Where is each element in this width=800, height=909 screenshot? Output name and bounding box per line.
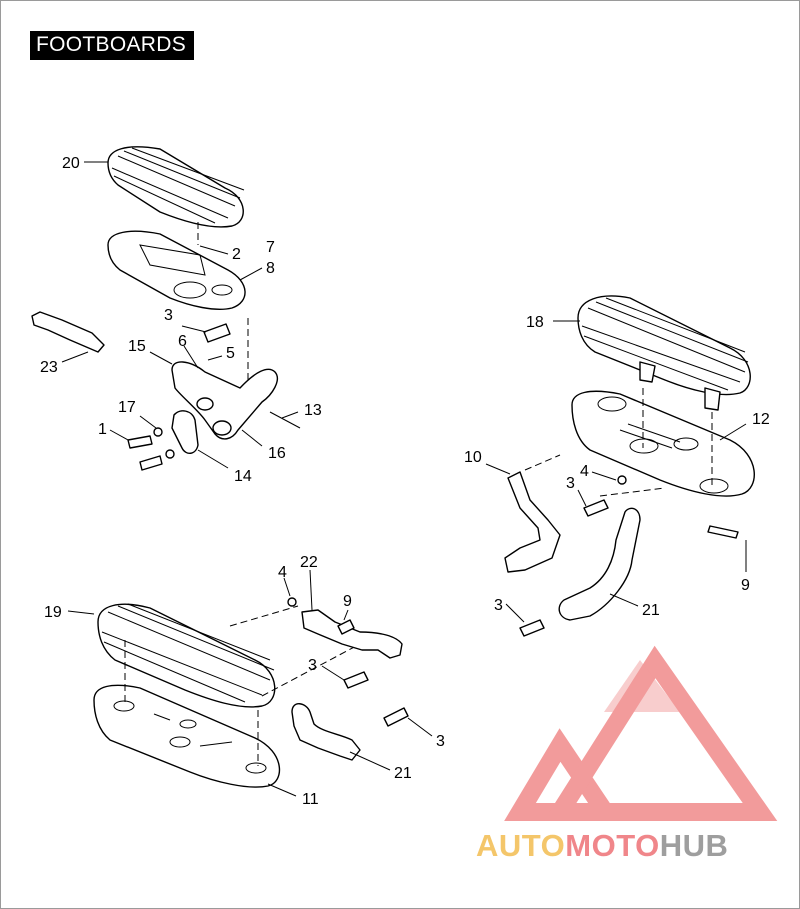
callout-17: 17: [118, 399, 136, 416]
callout-7: 7: [266, 239, 275, 256]
assembly-line: [197, 222, 249, 380]
callout-3-e: 3: [436, 733, 445, 750]
watermark-moto: MOTO: [565, 828, 660, 863]
page-title: FOOTBOARDS: [30, 31, 195, 60]
part-23-bracket: [31, 311, 105, 353]
callout-21-b: 21: [394, 765, 412, 782]
part-15-16-mount-arm: [171, 361, 279, 440]
callout-3-d: 3: [308, 657, 317, 674]
callout-5: 5: [226, 345, 235, 362]
assembly-line: [642, 388, 713, 486]
callout-13: 13: [304, 402, 322, 419]
part-14-bracket: [171, 410, 199, 454]
callout-2: 2: [232, 246, 241, 263]
watermark-logo: [504, 645, 778, 821]
callout-21-a: 21: [642, 602, 660, 619]
callout-18: 18: [526, 314, 544, 331]
callout-19: 19: [44, 604, 62, 621]
part-10-bracket: [504, 471, 561, 573]
part-21-arm-right: [558, 507, 641, 621]
part-8-footboard-pan: [107, 230, 246, 310]
callout-16: 16: [268, 445, 286, 462]
leader-lines: [61, 161, 747, 797]
callout-12: 12: [752, 411, 770, 428]
callout-8: 8: [266, 260, 275, 277]
screw-parts: [127, 323, 231, 471]
screw-parts-right: [519, 475, 739, 637]
callout-9-b: 9: [343, 593, 352, 610]
part-20-footboard-pad: [107, 146, 245, 228]
callout-6: 6: [178, 333, 187, 350]
assembly-line: [124, 605, 361, 766]
part-22-arm: [301, 609, 403, 659]
callout-10: 10: [464, 449, 482, 466]
screw-parts-lower: [287, 597, 409, 727]
part-18-footboard-pad: [577, 295, 751, 411]
callout-14: 14: [234, 468, 252, 485]
watermark-auto: AUTO: [476, 828, 566, 863]
callout-labels: 20 2 7 8 3 15 6 5 23 17 1 13 16 14 18 12…: [40, 155, 770, 808]
callout-3-a: 3: [164, 307, 173, 324]
assembly-line: [524, 454, 666, 497]
callout-3-c: 3: [494, 597, 503, 614]
callout-3-b: 3: [566, 475, 575, 492]
callout-4-a: 4: [580, 463, 589, 480]
callout-22: 22: [300, 554, 318, 571]
callout-9-a: 9: [741, 577, 750, 594]
callout-15: 15: [128, 338, 146, 355]
part-12-footboard-pan: [571, 390, 755, 497]
watermark-hub: HUB: [659, 828, 729, 863]
callout-11: 11: [302, 791, 319, 808]
callout-1: 1: [98, 421, 107, 438]
watermark-text: AUTOMOTOHUB: [476, 828, 728, 864]
part-13-pin: [269, 411, 301, 429]
callout-20: 20: [62, 155, 80, 172]
callout-4-b: 4: [278, 564, 287, 581]
callout-23: 23: [40, 359, 58, 376]
part-19-footboard-pad: [97, 603, 276, 708]
part-21-arm-lower: [291, 703, 361, 761]
